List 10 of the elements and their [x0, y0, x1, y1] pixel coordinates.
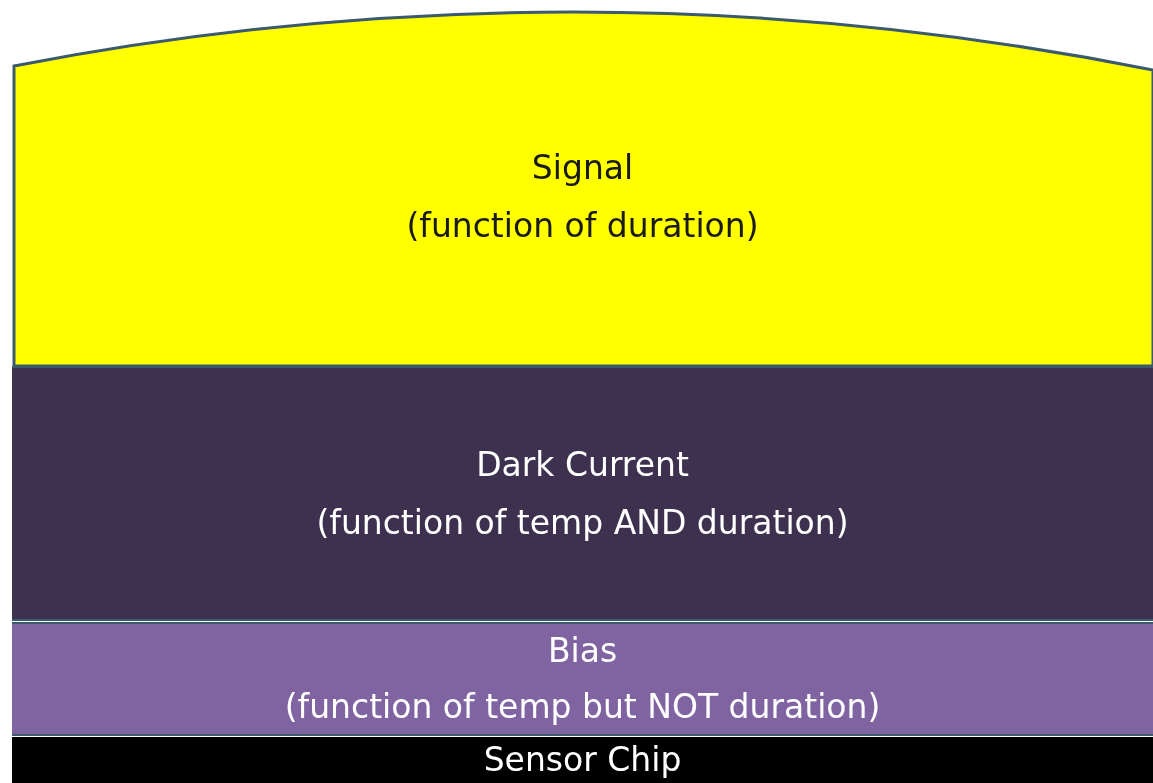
layer-title: Signal — [531, 147, 634, 190]
bias-layer — [12, 622, 1153, 736]
dark-current-layer — [12, 366, 1153, 621]
sensor-chip-layer — [12, 737, 1153, 783]
layer-title: Dark Current — [476, 443, 689, 486]
layer-description: (function of temp AND duration) — [316, 501, 849, 544]
layer-title: Bias — [547, 629, 618, 672]
layer-title: Sensor Chip — [483, 738, 682, 781]
layer-description: (function of duration) — [406, 205, 759, 247]
layer-description: (function of temp but NOT duration) — [284, 686, 881, 728]
